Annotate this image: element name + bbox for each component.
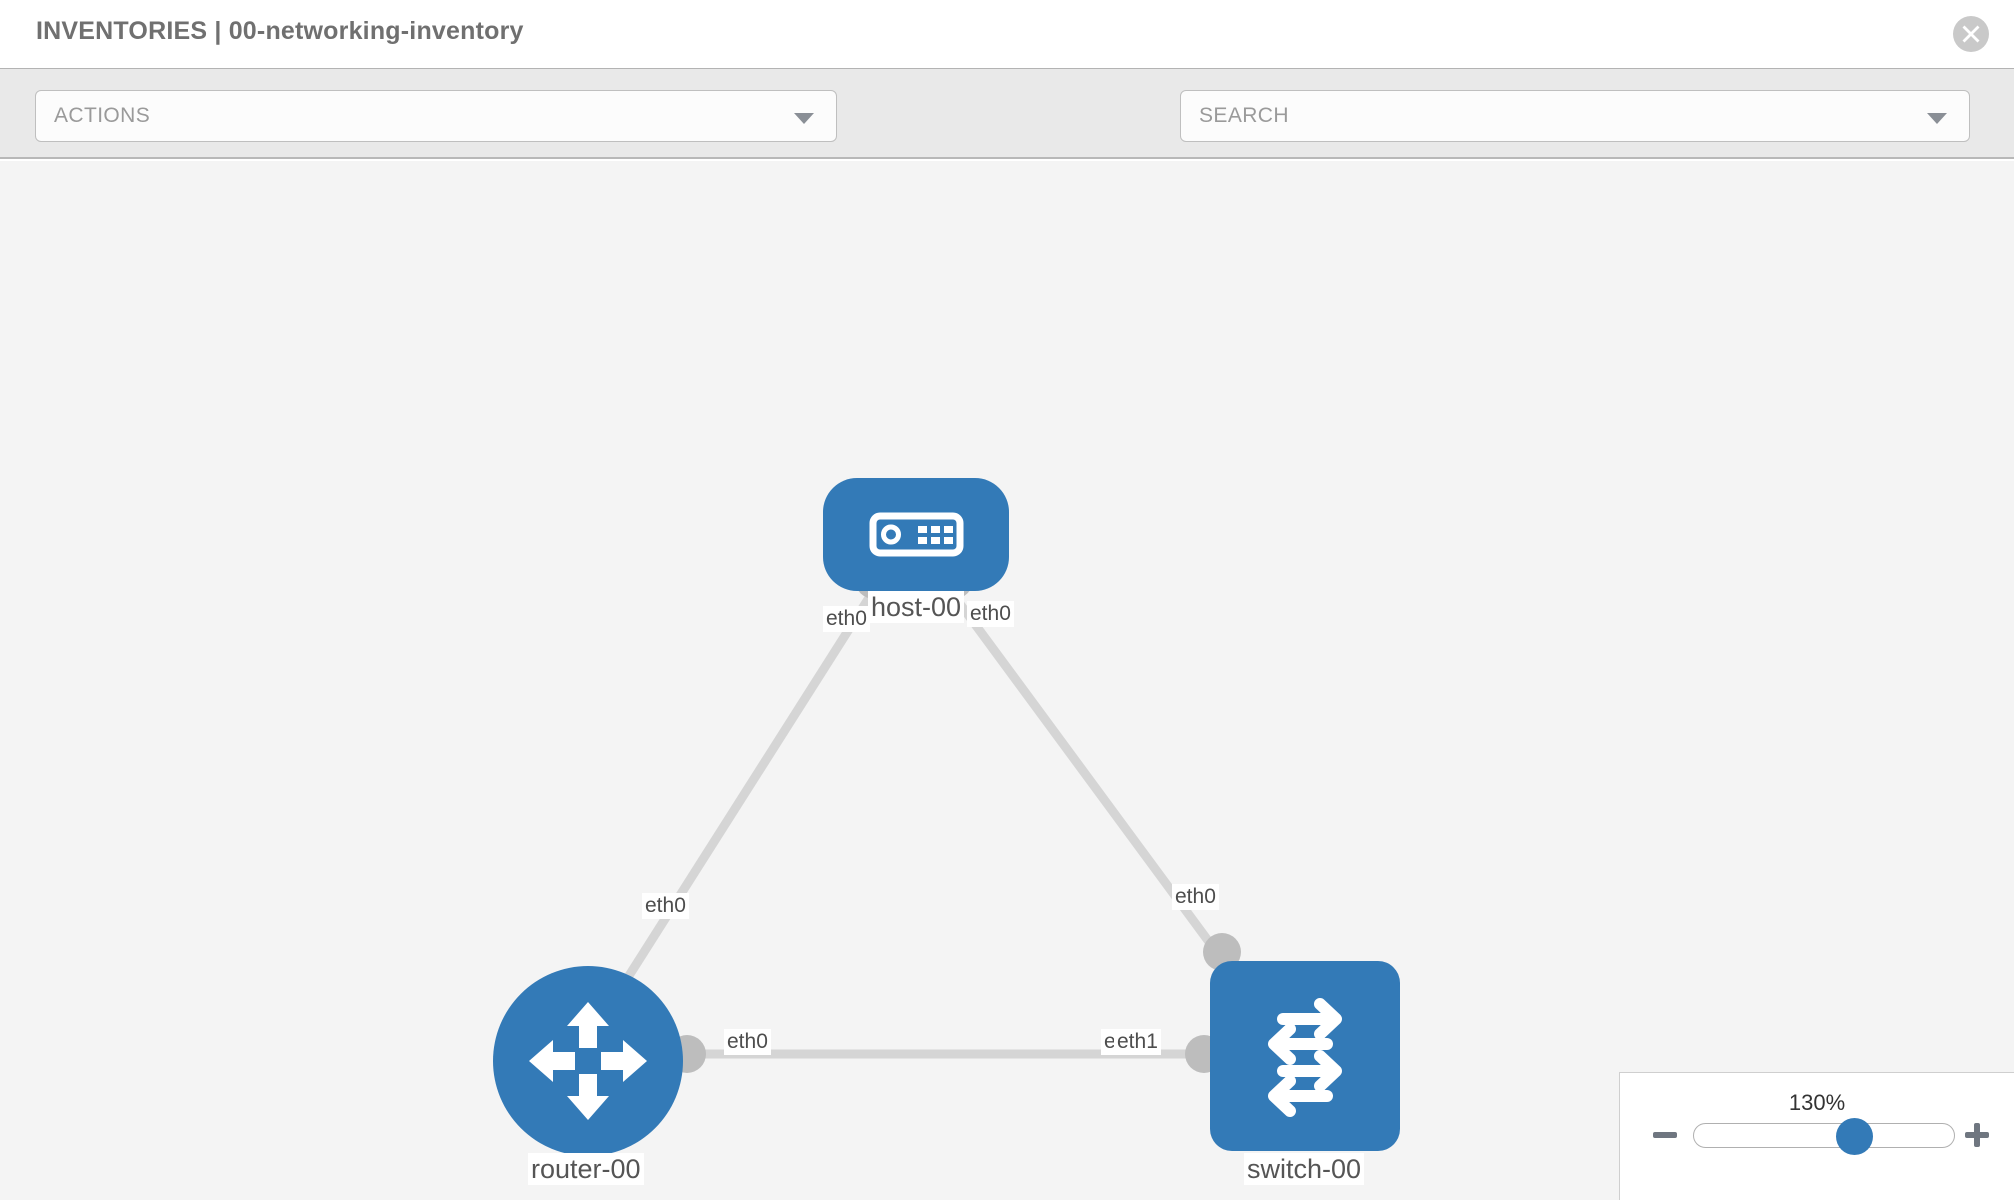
- node-host-00[interactable]: [823, 478, 1009, 591]
- link-label-host00-eth0-right: eth0: [967, 601, 1014, 628]
- node-switch-00-shape: [1210, 961, 1400, 1151]
- node-switch-00[interactable]: [1210, 961, 1400, 1151]
- node-label-router-00: router-00: [528, 1153, 644, 1186]
- close-icon: [1962, 25, 1980, 43]
- link-label-router00-right-eth0: eth0: [724, 1029, 771, 1056]
- link-label-router00-up-eth0: eth0: [642, 893, 689, 920]
- search-chevron-down-icon[interactable]: [1927, 113, 1947, 124]
- link-label-switch00-left-eth1: eth1: [1114, 1029, 1161, 1056]
- node-host-00-shape: [823, 478, 1009, 591]
- node-router-00-shape: [493, 966, 683, 1156]
- server-icon: [869, 512, 964, 557]
- zoom-level-label: 130%: [1788, 1090, 1846, 1115]
- search-placeholder: SEARCH: [1199, 104, 1289, 127]
- search-input[interactable]: SEARCH: [1180, 90, 1970, 142]
- link-host00-router00: [607, 590, 876, 1007]
- link-label-host00-eth0-left: eth0: [823, 606, 870, 633]
- chevron-down-icon: [794, 113, 814, 124]
- node-router-00[interactable]: [493, 966, 683, 1156]
- topology-links: [607, 590, 1244, 1059]
- switch-arrows-icon: [1268, 998, 1342, 1117]
- link-label-switch00-up-eth0: eth0: [1172, 884, 1219, 911]
- minus-icon: [1653, 1132, 1677, 1138]
- close-button[interactable]: [1953, 16, 1989, 52]
- page-header: INVENTORIES | 00-networking-inventory: [0, 0, 2014, 68]
- zoom-in-button[interactable]: [1962, 1120, 1992, 1150]
- node-label-host-00: host-00: [868, 591, 965, 624]
- zoom-slider[interactable]: [1693, 1118, 1955, 1155]
- node-label-switch-00: switch-00: [1244, 1153, 1365, 1186]
- topology-canvas[interactable]: eth0 eth0 eth0 eth0 eth0 eth0 eth1 host-…: [0, 161, 2014, 1200]
- zoom-slider-thumb[interactable]: [1836, 1118, 1873, 1155]
- router-arrows-icon: [529, 1002, 647, 1120]
- plus-icon: [1965, 1123, 1989, 1147]
- zoom-out-button[interactable]: [1650, 1120, 1680, 1150]
- zoom-control-panel: 130%: [1619, 1072, 2014, 1200]
- actions-dropdown[interactable]: ACTIONS: [35, 90, 837, 142]
- toolbar: ACTIONS SEARCH: [0, 68, 2014, 201]
- page-title: INVENTORIES | 00-networking-inventory: [36, 17, 524, 45]
- actions-dropdown-label: ACTIONS: [54, 104, 151, 127]
- link-host00-switch00: [948, 590, 1244, 987]
